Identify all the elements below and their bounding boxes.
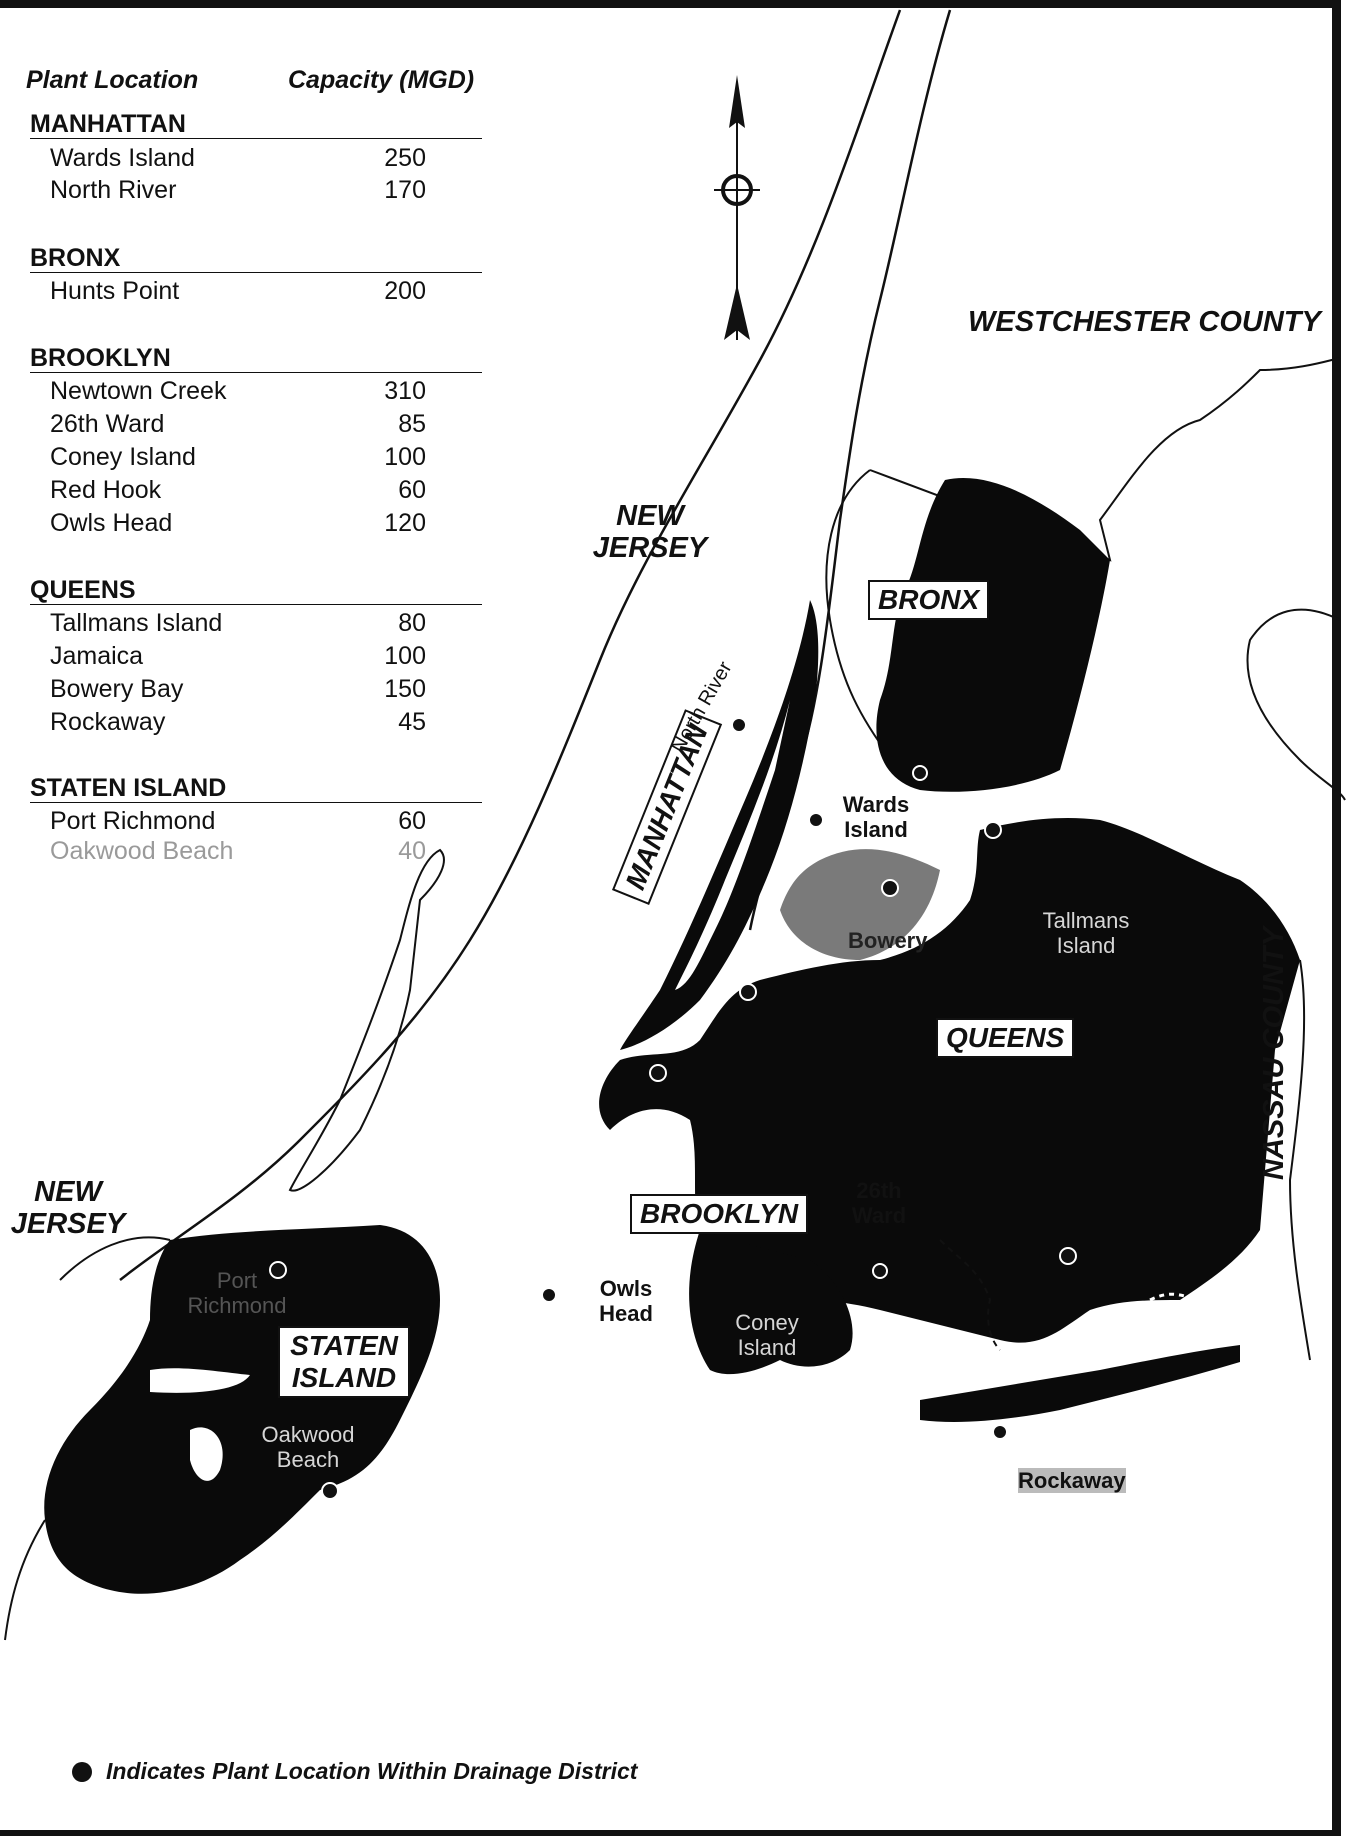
marker-north-river [731,717,747,733]
col-header-location: Plant Location [26,66,199,94]
legend-text: Indicates Plant Location Within Drainage… [106,1758,638,1784]
label-new-jersey-left: NEW JERSEY [10,1176,126,1240]
label-wards-island: Wards Island [842,792,910,842]
label-nassau-county: NASSAU COUNTY [1258,927,1290,1180]
staten-gray-patch [150,1368,250,1393]
borough-name: QUEENS [30,576,136,604]
marker-hunts-point [912,765,928,781]
plant-capacity: 100 [384,642,426,670]
plant-capacity: 85 [398,410,426,438]
marker-tallmans-island [984,821,1002,839]
plant-name: Coney Island [50,443,196,471]
plant-capacity: 150 [384,675,426,703]
nj-kill-van-kull [59,1236,171,1281]
label-new-jersey-top: NEW JERSEY [592,500,708,564]
plant-name: Hunts Point [50,277,180,305]
marker-port-richmond [269,1261,287,1279]
marker-oakwood-beach [321,1482,339,1500]
label-bronx: BRONX [868,580,990,620]
borough-name: BROOKLYN [30,344,171,372]
plant-name: Port Richmond [50,807,216,835]
plant-capacity: 310 [384,377,426,405]
plant-name: Bowery Bay [50,675,184,703]
plant-markers [269,717,1077,1500]
borough-header-queens: QUEENS [30,576,482,605]
marker-rockaway [992,1424,1008,1440]
plant-name: Red Hook [50,476,162,504]
label-rockaway: Rockaway [1018,1468,1126,1493]
plant-capacity: 80 [398,609,426,637]
plant-capacity: 45 [398,708,426,736]
borough-name: BRONX [30,244,121,272]
marker-bowery-bay [881,879,899,897]
rockaway-peninsula [920,1345,1240,1422]
waterfront-gray [780,849,940,960]
nj-arthur-kill [4,1519,46,1641]
coney-lobe [689,1230,853,1375]
marker-jamaica [1059,1247,1077,1265]
plant-capacity: 250 [384,144,426,172]
nassau-shore [1288,959,1311,1361]
marker-owls-head [541,1287,557,1303]
label-queens: QUEENS [936,1018,1075,1058]
plant-capacity: 40 [398,837,426,865]
plant-capacity: 200 [384,277,426,305]
borough-header-staten-island: STATEN ISLAND [30,774,482,803]
plant-name: Wards Island [50,144,195,172]
bayonne-outline [288,848,445,1192]
plant-name: Jamaica [50,642,144,670]
plant-marker-icon [72,1762,92,1782]
marker-26th-ward [872,1263,888,1279]
bronx-landmass [876,478,1110,792]
hudson-west-bank [119,9,902,1281]
label-coney-island: Coney Island [735,1310,799,1360]
drainage-boundary-1 [939,1239,1001,1351]
westchester-border [869,357,1341,562]
borough-name: STATEN ISLAND [30,774,227,802]
manhattan-landmass [620,600,819,1050]
label-oakwood-beach: Oakwood Beach [261,1422,355,1472]
long-island-sound-shore [1246,608,1346,801]
col-header-capacity: Capacity (MGD) [288,66,475,94]
label-port-richmond: Port Richmond [187,1268,287,1318]
borough-header-bronx: BRONX [30,244,482,273]
staten-white-bay [190,1427,223,1481]
plant-name: Newtown Creek [50,377,227,405]
north-arrow-tail [724,284,750,340]
label-westchester: WESTCHESTER COUNTY [968,306,1321,338]
label-bowery: Bowery [848,928,928,953]
plant-name: Rockaway [50,708,166,736]
plant-capacity: 120 [384,509,426,537]
plant-capacity: 60 [398,476,426,504]
north-arrow-head [729,75,745,128]
borough-header-brooklyn: BROOKLYN [30,344,482,373]
plant-name: Tallmans Island [50,609,223,637]
label-staten-island: STATEN ISLAND [278,1326,410,1398]
plant-name: Owls Head [50,509,173,537]
north-arrow-icon [714,75,760,340]
marker-wards-island [808,812,824,828]
plant-name: 26th Ward [50,410,165,438]
marker-red-hook [649,1064,667,1082]
label-26th-ward: 26th Ward [851,1178,907,1228]
borough-header-manhattan: MANHATTAN [30,110,482,139]
plant-capacity: 170 [384,176,426,204]
label-owls-head: Owls Head [599,1276,653,1326]
legend: Indicates Plant Location Within Drainage… [72,1758,637,1785]
marker-newtown-creek [739,983,757,1001]
staten-island-landmass [44,1225,440,1594]
plant-capacity: 100 [384,443,426,471]
label-brooklyn: BROOKLYN [630,1194,809,1234]
borough-name: MANHATTAN [30,110,186,138]
label-tallmans-island: Tallmans Island [1042,908,1130,958]
bronx-west-shore [825,469,901,771]
plant-name: North River [50,176,177,204]
plant-name: Oakwood Beach [50,837,234,865]
plant-capacity: 60 [398,807,426,835]
